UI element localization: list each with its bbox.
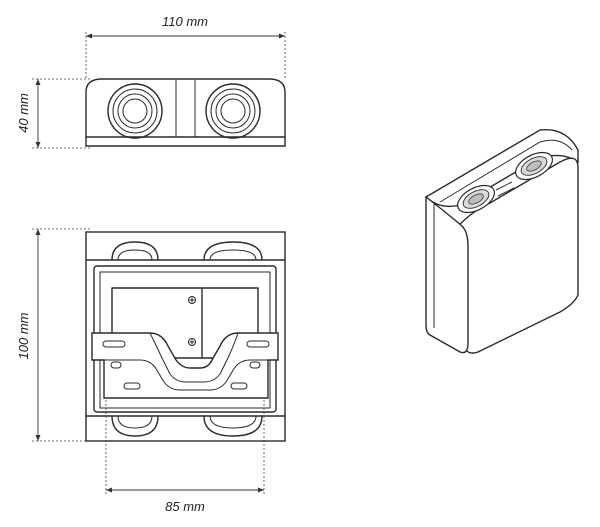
top-width-label: 110 mm <box>162 14 208 29</box>
top-right-lens <box>205 83 261 139</box>
front-view: 100 mm <box>16 228 286 514</box>
iso-lens-front <box>457 184 495 214</box>
top-view: 110 mm 40 mm <box>16 14 286 149</box>
top-width-dimension: 110 mm <box>85 14 286 80</box>
front-height-label: 100 mm <box>16 312 31 359</box>
iso-lens-back <box>515 151 553 181</box>
iso-front-face <box>425 195 469 354</box>
top-height-label: 40 mm <box>16 93 31 133</box>
isometric-view <box>424 128 579 354</box>
top-view-body <box>85 78 286 147</box>
top-height-dimension: 40 mm <box>16 78 90 149</box>
mounting-bracket <box>91 332 279 399</box>
front-bottom-lens-tops <box>85 415 286 437</box>
top-left-lens <box>107 83 163 139</box>
front-height-dimension: 100 mm <box>16 228 90 442</box>
front-top-lens-tops <box>111 241 263 261</box>
bracket-width-dimension: 85 mm <box>105 400 265 514</box>
bracket-width-label: 85 mm <box>165 499 205 514</box>
electronics-plate <box>111 287 259 359</box>
